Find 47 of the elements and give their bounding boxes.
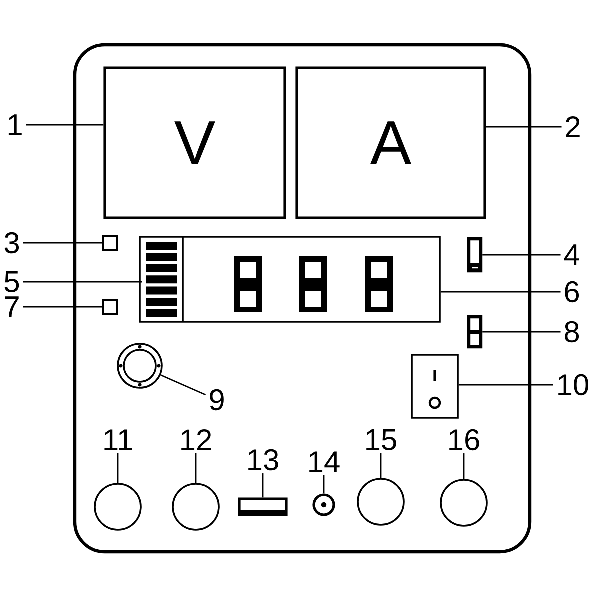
round-connector [357, 478, 405, 526]
leader-line [486, 126, 562, 128]
leader-line [160, 374, 206, 396]
jack-socket [312, 494, 336, 516]
leader-line [323, 475, 325, 494]
callout-number: 7 [5, 296, 19, 318]
callout-number: 16 [450, 429, 480, 451]
leader-line [23, 242, 102, 244]
rocker-switch [411, 354, 459, 419]
callout-number: 6 [565, 281, 580, 303]
meter-display: V [104, 66, 286, 220]
round-connector [172, 483, 220, 531]
callout-number: 13 [248, 449, 278, 471]
indicator-lamp [102, 235, 118, 251]
callout-number: 8 [564, 321, 580, 343]
callout-number: 2 [566, 116, 580, 138]
callout-number: 12 [182, 430, 212, 450]
leader-line [458, 384, 554, 386]
indicator-lamp [102, 299, 118, 315]
leader-line [440, 291, 561, 293]
slide-switch [467, 237, 483, 273]
leader-line [262, 474, 264, 498]
meter-display: A [296, 66, 486, 220]
callout-number: 1 [8, 114, 22, 136]
leader-line [117, 453, 119, 484]
leader-line [26, 124, 104, 126]
leader-line [23, 306, 102, 308]
bar-graph [146, 242, 177, 318]
usb-port [238, 498, 288, 516]
slide-switch [467, 315, 483, 349]
callout-number: 4 [564, 244, 580, 266]
callout-number: 10 [558, 374, 588, 396]
callout-number: 9 [210, 389, 224, 411]
callout-number: 3 [4, 232, 20, 254]
callout-number: 14 [310, 452, 340, 472]
leader-line [463, 454, 465, 480]
callout-number: 15 [366, 430, 396, 450]
leader-line [482, 254, 561, 256]
rotary-knob [117, 343, 163, 389]
round-connector [94, 483, 142, 531]
callout-number: 11 [104, 430, 132, 450]
leader-line [23, 281, 142, 283]
callout-number: 5 [4, 272, 20, 292]
leader-line [380, 453, 382, 478]
leader-line [195, 453, 197, 484]
round-connector [440, 479, 488, 527]
leader-line [482, 331, 561, 333]
